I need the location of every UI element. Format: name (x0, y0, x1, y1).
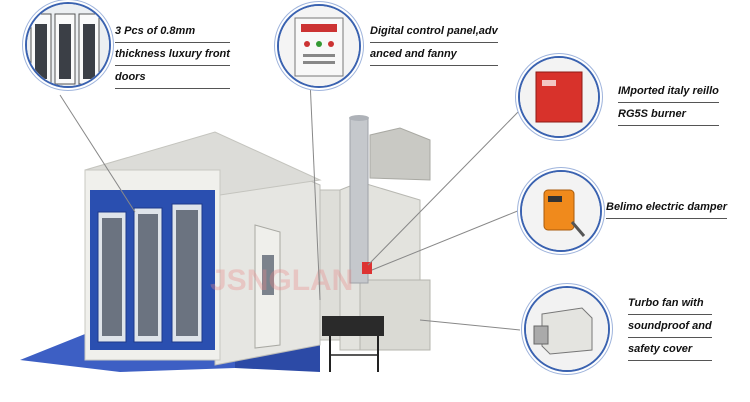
label-line: 3 Pcs of 0.8mm (115, 20, 230, 43)
chimney (349, 117, 369, 284)
door-glass-left (102, 218, 122, 336)
top-duct (369, 127, 431, 181)
callout-front-doors (25, 2, 111, 88)
callout-fan (524, 286, 610, 372)
watermark: JSNGLAN (210, 264, 353, 297)
label-line: soundproof and (628, 315, 712, 338)
leader-line-damper (371, 209, 521, 271)
leader-line-doors (59, 94, 136, 213)
label-line: RG5S burner (618, 103, 719, 126)
label-damper: Belimo electric damper (606, 196, 728, 219)
label-line: thickness luxury front (115, 43, 230, 66)
label-line: Digital control panel,adv (370, 20, 498, 43)
label-line: IMported italy reillo (618, 80, 719, 103)
label-burner: IMported italy reillo RG5S burner (618, 80, 719, 126)
burner-image (520, 58, 598, 136)
door-detail-image (27, 4, 109, 86)
leader-line-fan (419, 319, 521, 331)
turbo-fan-image (526, 288, 608, 370)
door-glass-right (176, 210, 198, 336)
label-line: anced and fanny (370, 43, 498, 66)
label-control-panel: Digital control panel,adv anced and fann… (370, 20, 498, 66)
callout-damper (520, 170, 602, 252)
label-line: Turbo fan with (628, 292, 712, 315)
damper-image (522, 172, 600, 250)
label-line: Belimo electric damper (606, 196, 728, 219)
air-unit-lower (359, 279, 431, 351)
leader-line-burner (367, 109, 521, 266)
door-glass-middle (138, 214, 158, 336)
label-line: doors (115, 66, 230, 89)
leader-line-panel (309, 79, 321, 301)
label-line: safety cover (628, 338, 712, 361)
burner-box (362, 262, 372, 274)
control-panel-image (279, 6, 359, 86)
chimney-top (349, 115, 369, 121)
callout-burner (518, 56, 600, 138)
label-fan: Turbo fan with soundproof and safety cov… (628, 292, 712, 361)
control-stand-box (322, 316, 384, 336)
side-door-window (262, 255, 274, 295)
label-front-doors: 3 Pcs of 0.8mm thickness luxury front do… (115, 20, 230, 89)
callout-control-panel (277, 4, 361, 88)
